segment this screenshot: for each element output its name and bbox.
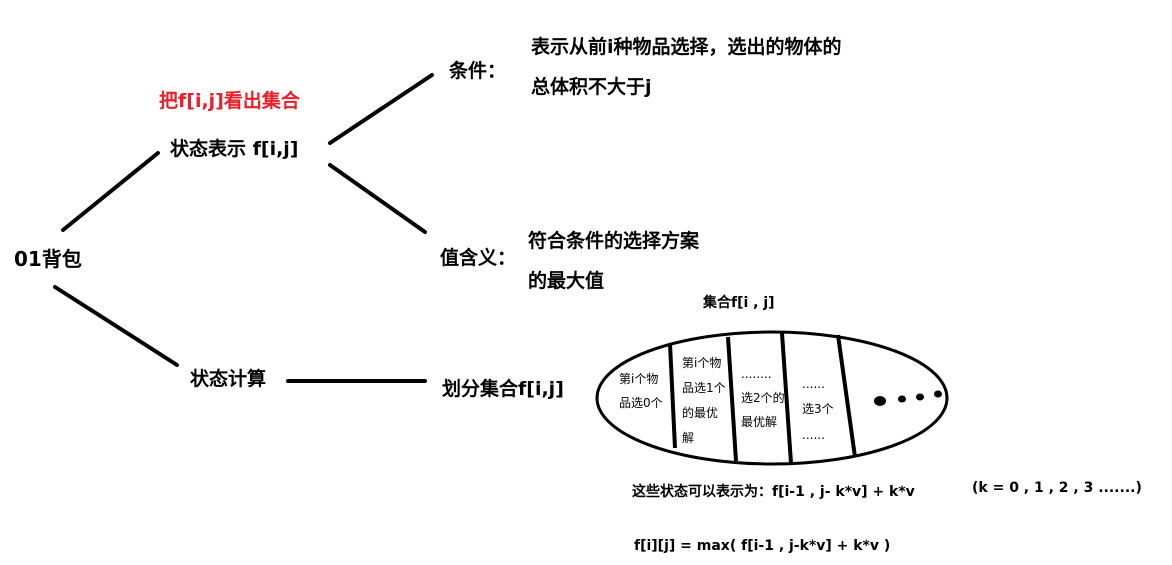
state-repr-node: 状态表示 f[i,j] bbox=[170, 138, 299, 160]
segment-4-line2: 选3个 bbox=[802, 402, 834, 416]
segment-2-line4: 解 bbox=[682, 431, 695, 445]
segment-1-line2: 品选0个 bbox=[619, 396, 663, 410]
ellipsis-dots bbox=[874, 390, 942, 406]
line-root-to-state-repr bbox=[61, 151, 160, 232]
segment-4-line1: ...... bbox=[802, 377, 825, 391]
state-calc-node: 状态计算 bbox=[190, 368, 267, 390]
line-root-to-state-calc bbox=[53, 285, 179, 367]
val-label: 值含义： bbox=[440, 247, 517, 269]
segment-2-line3: 的最优 bbox=[682, 406, 719, 420]
set-title: 集合f[i , j] bbox=[703, 295, 775, 311]
cond-text-line2: 总体积不大于j bbox=[531, 76, 652, 98]
segment-3-line3: 最优解 bbox=[741, 415, 778, 429]
cond-text-line1: 表示从前i种物品选择，选出的物体的 bbox=[531, 36, 842, 58]
partition-node: 划分集合f[i,j] bbox=[442, 378, 564, 400]
line-state-repr-to-val bbox=[328, 163, 427, 234]
segment-1-line1: 第i个物 bbox=[619, 372, 659, 386]
k-range: (k = 0 , 1 , 2 , 3 .......) bbox=[972, 480, 1142, 496]
segment-3-line2: 选2个的 bbox=[741, 391, 785, 405]
set-dividers bbox=[668, 332, 857, 464]
line-state-repr-to-cond bbox=[328, 73, 434, 145]
segment-4-line3: ...... bbox=[802, 428, 825, 442]
segment-2-line1: 第i个物 bbox=[682, 356, 722, 370]
segment-2-line2: 品选1个 bbox=[682, 381, 726, 395]
cond-label: 条件： bbox=[449, 60, 507, 82]
formula-states: 这些状态可以表示为：f[i-1 , j- k*v] + k*v bbox=[632, 484, 915, 500]
root-node: 01背包 bbox=[14, 247, 82, 271]
red-note: 把f[i,j]看出集合 bbox=[159, 90, 300, 112]
val-text-line1: 符合条件的选择方案 bbox=[528, 230, 700, 252]
val-text-line2: 的最大值 bbox=[528, 270, 605, 292]
formula-max: f[i][j] = max( f[i-1 , j-k*v] + k*v ) bbox=[634, 538, 891, 554]
segment-3-line1: ........ bbox=[741, 367, 772, 381]
set-ellipse bbox=[595, 330, 949, 466]
